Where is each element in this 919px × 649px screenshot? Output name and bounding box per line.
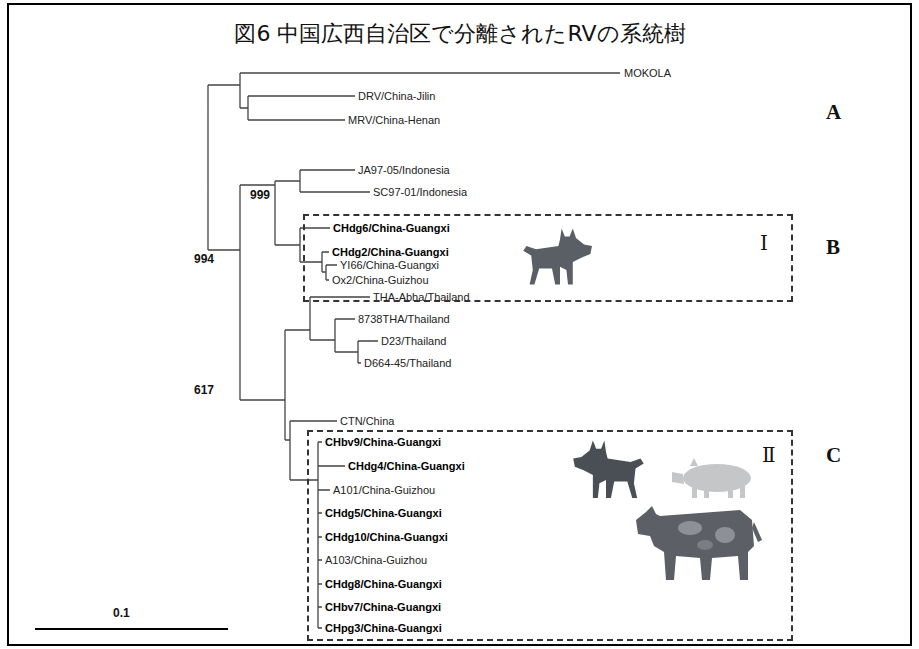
dog-illustration xyxy=(523,228,592,284)
taxon-label: D23/Thailand xyxy=(381,334,446,348)
taxon-label: MRV/China-Henan xyxy=(348,113,440,127)
figure-title: 図6 中国広西自治区で分離されたRVの系統樹 xyxy=(234,20,685,48)
taxon-label: CHdg8/China-Guangxi xyxy=(325,577,442,591)
taxon-label: CTN/China xyxy=(340,414,394,428)
scale-label: 0.1 xyxy=(113,606,130,620)
taxon-label: D664-45/Thailand xyxy=(364,356,451,370)
taxon-label: CHbv7/China-Guangxi xyxy=(325,600,441,614)
cluster-letter: C xyxy=(826,443,841,467)
figure-frame xyxy=(8,4,911,645)
taxon-label: CHdg10/China-Guangxi xyxy=(325,530,448,544)
taxon-label: CHbv9/China-Guangxi xyxy=(325,435,441,449)
taxon-label: CHdg6/China-Guangxi xyxy=(333,221,450,235)
tree-branches xyxy=(208,73,620,628)
bootstrap-value: 994 xyxy=(194,252,214,266)
taxon-label: A103/China-Guizhou xyxy=(325,553,427,567)
scale-bar xyxy=(35,628,228,630)
taxon-label: CHpg3/China-Guangxi xyxy=(325,621,442,635)
genotype-numeral: Ⅱ xyxy=(762,443,776,467)
taxon-label: MOKOLA xyxy=(624,66,671,80)
bootstrap-value: 617 xyxy=(194,383,214,397)
taxon-label: CHdg2/China-Guangxi xyxy=(332,245,449,259)
taxon-label: SC97-01/Indonesia xyxy=(373,185,467,199)
taxon-label: Ox2/China-Guizhou xyxy=(332,273,429,287)
taxon-label: JA97-05/Indonesia xyxy=(358,163,450,177)
bootstrap-value: 999 xyxy=(250,188,270,202)
cow-illustration xyxy=(636,506,762,580)
genotype-numeral: Ⅰ xyxy=(760,231,768,255)
cluster-box: CHdg6/China-GuangxiCHdg2/China-GuangxiYI… xyxy=(303,214,793,302)
taxon-label: CHdg5/China-Guangxi xyxy=(325,506,442,520)
taxon-label: 8738THA/Thailand xyxy=(358,312,450,326)
dog-illustration xyxy=(573,441,644,498)
cluster-box: CHbv9/China-GuangxiCHdg4/China-GuangxiA1… xyxy=(307,430,793,641)
cluster-letter: B xyxy=(826,235,840,259)
cluster-letter: A xyxy=(826,100,841,124)
taxon-label: CHdg4/China-Guangxi xyxy=(348,459,465,473)
taxon-label: A101/China-Guizhou xyxy=(333,483,435,497)
pig-illustration xyxy=(672,458,751,498)
taxon-label: DRV/China-Jilin xyxy=(358,89,435,103)
taxon-label: YI66/China-Guangxi xyxy=(340,258,439,272)
